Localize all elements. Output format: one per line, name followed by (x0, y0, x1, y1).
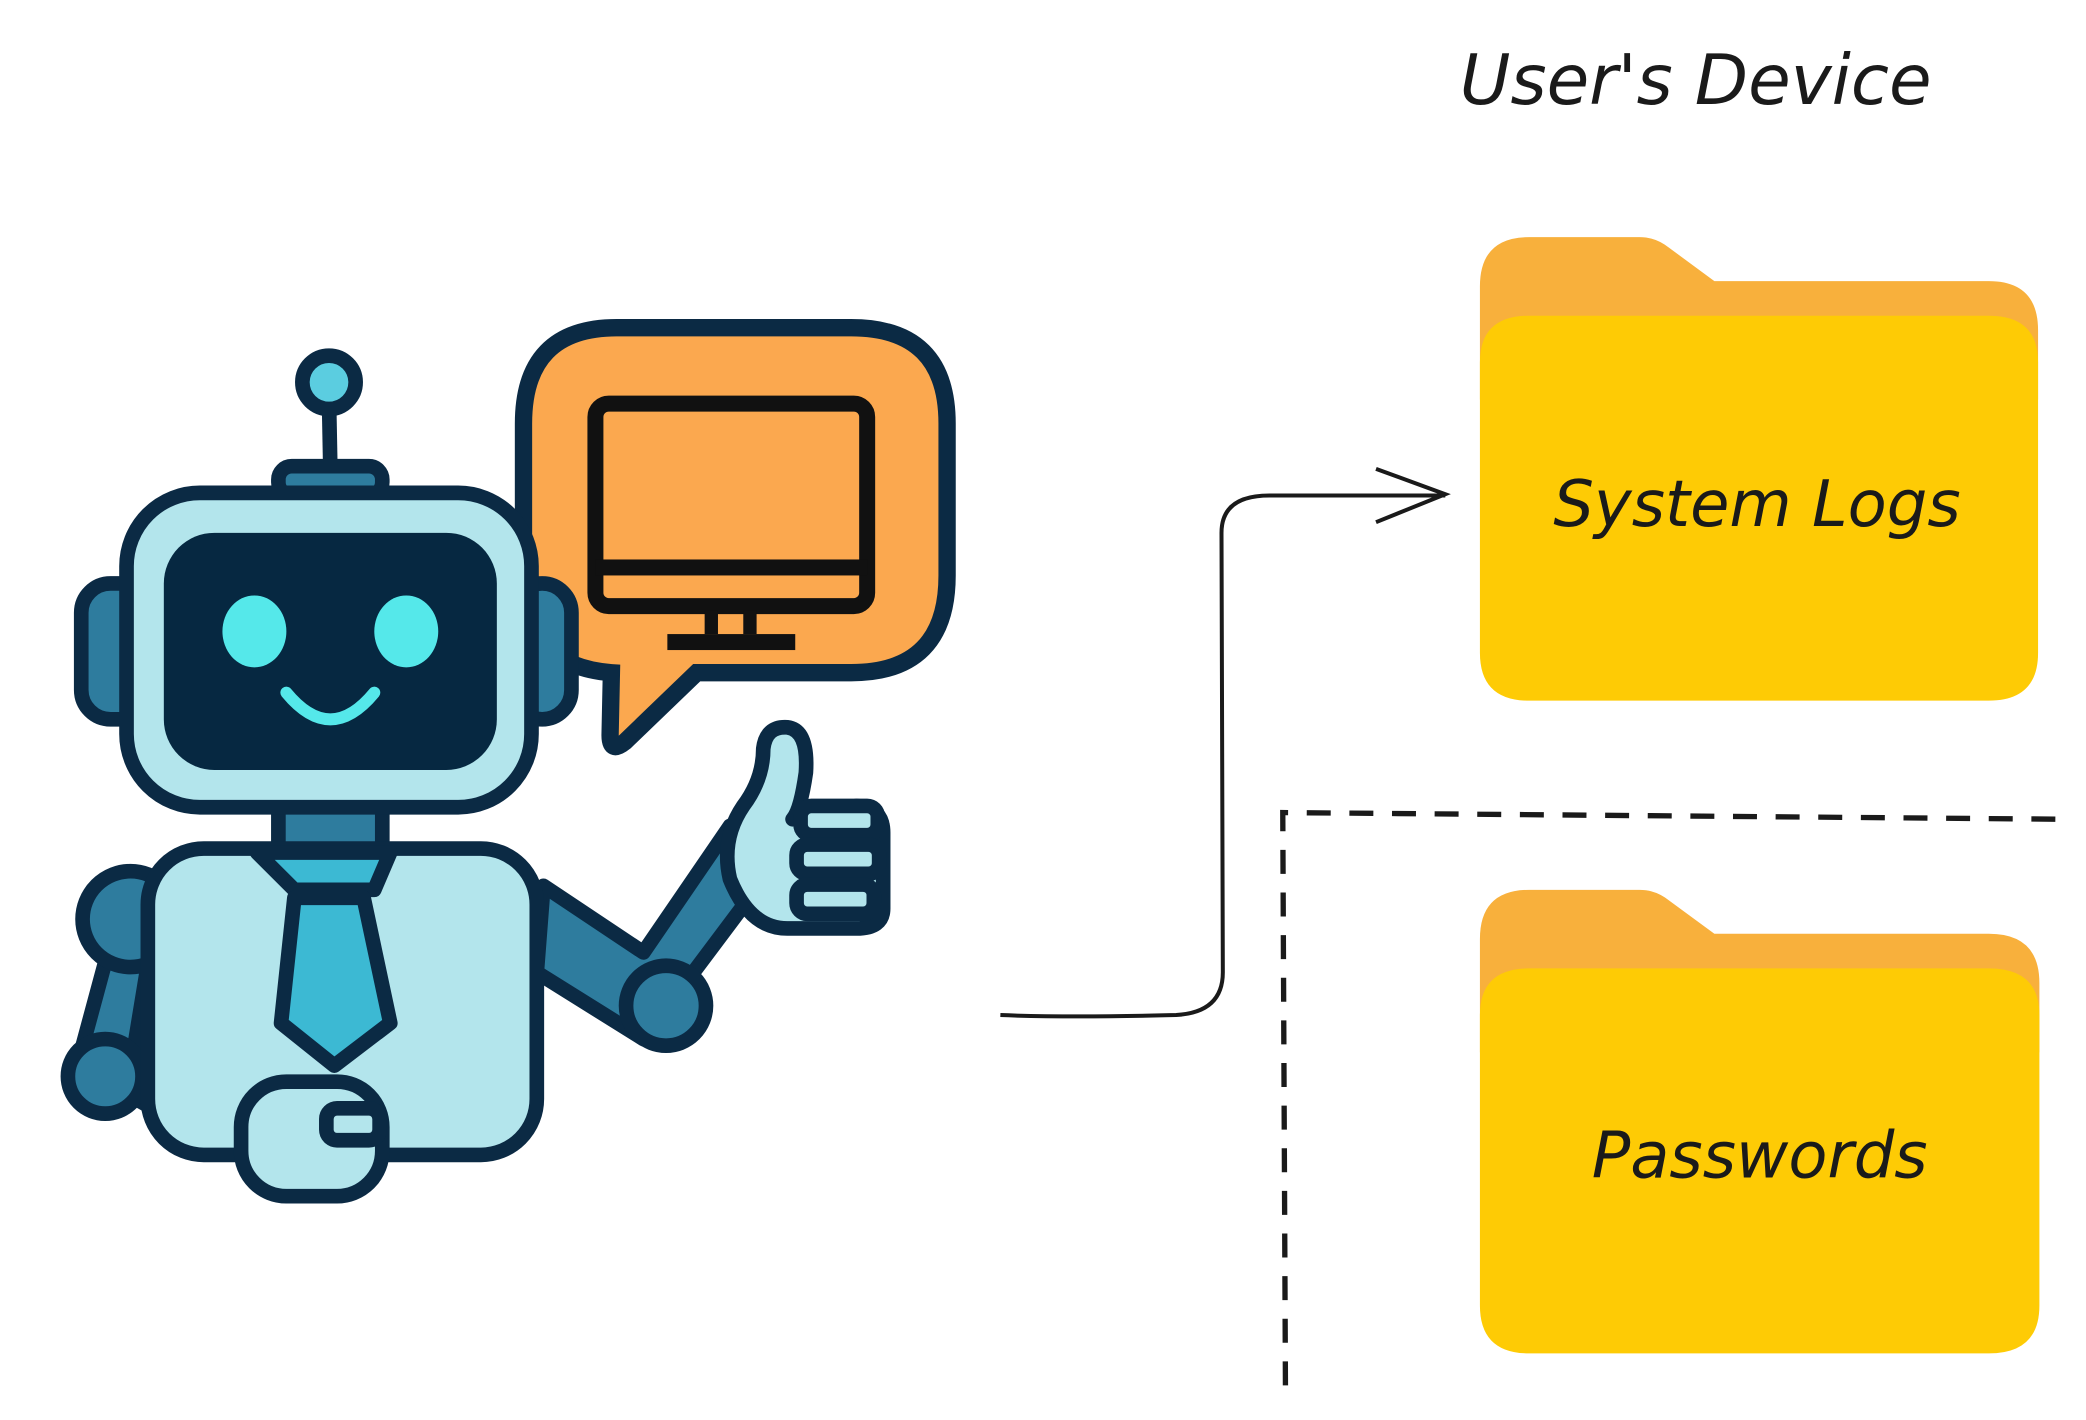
folder-passwords: Passwords (1479, 889, 2040, 1354)
folder-label: Passwords (1592, 1120, 1928, 1194)
folder-label: System Logs (1553, 468, 1960, 542)
robot-icon (60, 348, 891, 1204)
monitor-icon (587, 395, 876, 651)
access-arrow (1000, 467, 1451, 1019)
folder-icon (1479, 889, 2040, 1354)
speech-bubble-monitor-icon (514, 319, 956, 756)
folder-icon (1479, 237, 2039, 701)
boundary-dashed-line (1280, 809, 2063, 1386)
folder-system-logs: System Logs (1479, 237, 2039, 701)
arrow-head-icon (1375, 467, 1451, 525)
device-title: User's Device (1460, 41, 1932, 121)
